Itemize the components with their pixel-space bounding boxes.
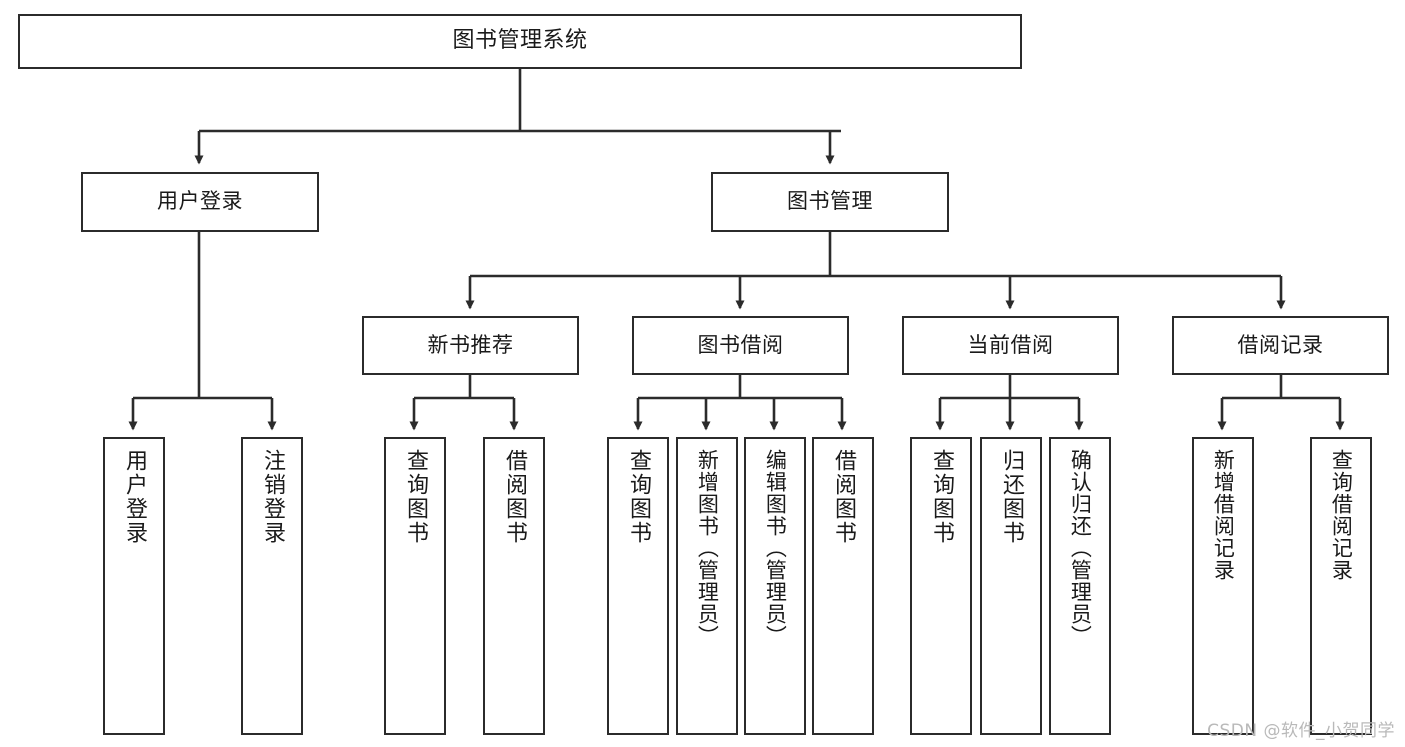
node-borrow-record[interactable]: 借阅记录: [1172, 316, 1389, 375]
node-label: 归还图书: [998, 449, 1024, 545]
node-label: 用户登录: [157, 189, 243, 214]
watermark-text: CSDN @软件_小贺同学: [1207, 721, 1395, 741]
node-book-management[interactable]: 图书管理: [711, 172, 949, 232]
node-label: 图书借阅: [697, 332, 784, 357]
node-label: 确认归还（管理员）: [1068, 449, 1093, 647]
node-label: 查询借阅记录: [1329, 449, 1354, 581]
node-label: 注销登录: [259, 449, 285, 545]
node-label: 查询图书: [402, 449, 428, 545]
node-label: 借阅图书: [501, 449, 527, 545]
node-root-system[interactable]: 图书管理系统: [18, 14, 1022, 69]
leaf-borrow-add-book[interactable]: 新增图书（管理员）: [676, 437, 738, 735]
leaf-record-query-record[interactable]: 查询借阅记录: [1310, 437, 1372, 735]
node-label: 借阅记录: [1237, 332, 1324, 357]
node-label: 用户登录: [121, 449, 147, 545]
leaf-recommend-borrow-book[interactable]: 借阅图书: [483, 437, 545, 735]
leaf-current-query-book[interactable]: 查询图书: [910, 437, 972, 735]
node-label: 当前借阅: [967, 332, 1054, 357]
leaf-current-return-book[interactable]: 归还图书: [980, 437, 1042, 735]
node-label: 编辑图书（管理员）: [763, 449, 788, 647]
node-label: 新增图书（管理员）: [695, 449, 720, 647]
node-label: 图书管理: [787, 189, 873, 214]
leaf-record-add-record[interactable]: 新增借阅记录: [1192, 437, 1254, 735]
leaf-current-confirm-return[interactable]: 确认归还（管理员）: [1049, 437, 1111, 735]
node-new-book-recommend[interactable]: 新书推荐: [362, 316, 579, 375]
leaf-user-login-signout[interactable]: 注销登录: [241, 437, 303, 735]
node-label: 图书管理系统: [452, 28, 588, 54]
leaf-recommend-query-book[interactable]: 查询图书: [384, 437, 446, 735]
leaf-borrow-query-book[interactable]: 查询图书: [607, 437, 669, 735]
leaf-user-login-signin[interactable]: 用户登录: [103, 437, 165, 735]
leaf-borrow-borrow-book[interactable]: 借阅图书: [812, 437, 874, 735]
leaf-borrow-edit-book[interactable]: 编辑图书（管理员）: [744, 437, 806, 735]
node-user-login[interactable]: 用户登录: [81, 172, 319, 232]
node-current-borrow[interactable]: 当前借阅: [902, 316, 1119, 375]
node-label: 新增借阅记录: [1211, 449, 1236, 581]
node-label: 借阅图书: [830, 449, 856, 545]
node-book-borrow[interactable]: 图书借阅: [632, 316, 849, 375]
node-label: 查询图书: [625, 449, 651, 545]
node-label: 查询图书: [928, 449, 954, 545]
node-label: 新书推荐: [427, 332, 514, 357]
